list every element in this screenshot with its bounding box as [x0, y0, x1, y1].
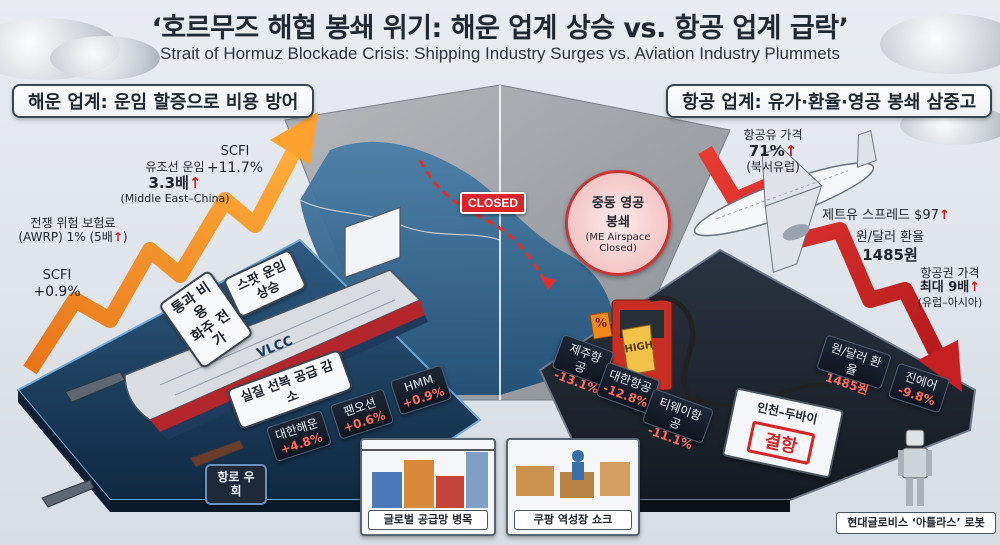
airspace-title: 중동 영공 봉쇄	[591, 196, 645, 230]
scfi-top-annotation: SCFI +11.7%	[200, 144, 270, 176]
percent-tag	[589, 311, 613, 340]
shipping-rising-arrow	[23, 136, 308, 375]
cloud-top-right	[880, 14, 1000, 74]
route-arrowhead	[540, 276, 556, 290]
ticket-price-annotation: 항공권 가격 최대 9배↑ (유럽–아시아)	[900, 266, 1000, 309]
tanker-value: 3.3배	[148, 174, 189, 193]
reroute-bubble: 항로 우회	[205, 464, 267, 505]
tanker-rate-annotation: 유조선 운임 3.3배↑ (Middle East–China)	[110, 160, 240, 206]
airspace-subtitle: (ME Airspace Closed)	[585, 232, 651, 254]
tanker-route: (Middle East–China)	[120, 192, 230, 206]
scfi-low-label: SCFI	[42, 268, 72, 283]
up-arrow-icon: ↑	[112, 230, 123, 245]
cancel-stamp: 결항	[746, 420, 816, 466]
percent-icon: %	[594, 316, 608, 330]
robot	[898, 429, 932, 506]
fx-label: 원/달러 환율	[855, 230, 925, 245]
scfi-low-annotation: SCFI +0.9%	[22, 268, 92, 300]
fuel-sub: (북서유럽)	[746, 160, 800, 175]
aviation-arrow-head	[918, 340, 962, 392]
war-risk-value: (AWRP) 1% (5배↑)	[18, 230, 128, 245]
jet-spread-annotation: 제트유 스프레드 $97↑	[822, 208, 950, 223]
coupang-label: 쿠팡 역성장 쇼크	[514, 510, 632, 530]
up-arrow-icon: ↑	[784, 142, 798, 161]
up-arrow-icon: ↑	[938, 208, 950, 223]
ticket-value: 최대 9배	[919, 280, 970, 296]
fuel-value: 71%	[748, 142, 785, 161]
supply-chain-label: 글로벌 공급망 병목	[368, 510, 488, 530]
war-risk-annotation: 전쟁 위험 보험료 (AWRP) 1% (5배↑)	[8, 216, 138, 245]
ticket-sub: (유럽–아시아)	[917, 295, 983, 309]
fuel-label: 항공유 가격	[743, 128, 803, 142]
blocked-route	[418, 159, 550, 286]
closed-tag: CLOSED	[460, 192, 526, 214]
fx-value: 1485원	[862, 245, 918, 264]
page-subtitle: Strait of Hormuz Blockade Crisis: Shippi…	[160, 44, 840, 63]
aviation-header: 항공 업계: 유가·환율·영공 봉쇄 삼중고	[666, 84, 993, 118]
airplane	[693, 129, 877, 274]
supply-chain-photo: 글로벌 공급망 병목	[360, 438, 496, 536]
high-tag	[621, 324, 656, 376]
fuel-price-annotation: 항공유 가격 71%↑ (북서유럽)	[728, 128, 818, 175]
shipping-arrow-head	[270, 112, 318, 165]
up-arrow-icon: ↑	[188, 174, 202, 193]
shipping-header: 해운 업계: 운임 할증으로 비용 방어	[12, 84, 315, 118]
scfi-low-value: +0.9%	[33, 283, 81, 300]
airspace-closed-circle: 중동 영공 봉쇄 (ME Airspace Closed)	[565, 170, 671, 276]
up-arrow-icon: ↑	[969, 280, 981, 296]
page-title: ‘호르무즈 해협 봉쇄 위기: 해운 업계 상승 vs. 항공 업계 급락’	[151, 13, 849, 44]
robot-label: 현대글로비스 ‘아틀라스’ 로봇	[836, 512, 996, 534]
tanker-label: 유조선 운임	[145, 160, 205, 174]
small-ship-3	[41, 479, 95, 508]
small-ship-2	[189, 439, 245, 468]
scfi-top-label: SCFI	[220, 144, 250, 159]
fx-annotation: 원/달러 환율 1485원	[838, 230, 942, 264]
aviation-falling-arrow	[698, 145, 948, 364]
cloud-top-left-2	[50, 36, 160, 80]
ticket-label: 항공권 가격	[920, 266, 980, 280]
coupang-photo: 쿠팡 역성장 쇼크	[506, 438, 640, 536]
small-ship-1	[64, 371, 126, 403]
scfi-top-value: +11.7%	[206, 159, 264, 176]
war-risk-label: 전쟁 위험 보험료	[30, 216, 116, 230]
vlcc-bridge	[344, 206, 401, 279]
